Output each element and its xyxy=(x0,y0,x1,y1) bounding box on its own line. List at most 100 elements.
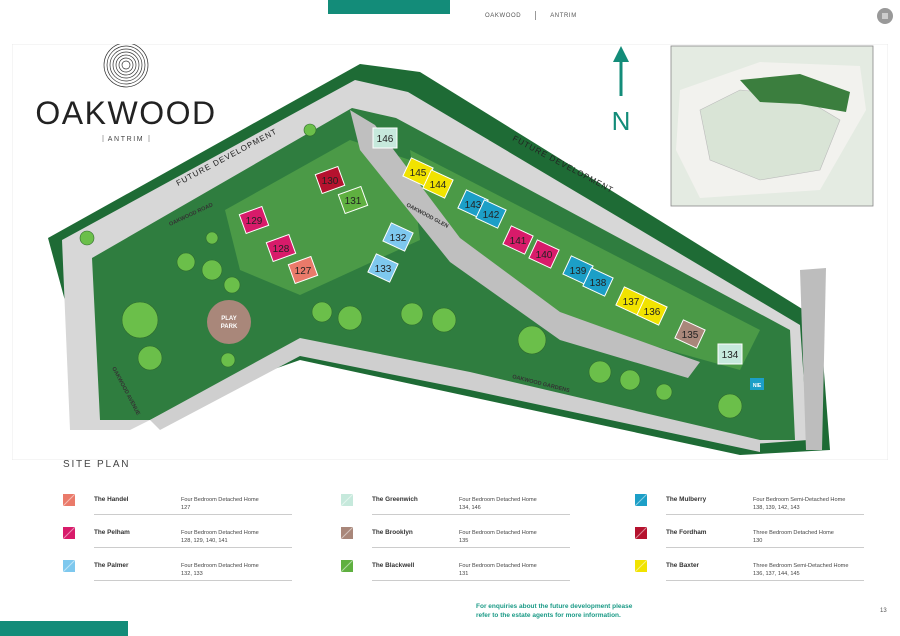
legend-house-name: The Baxter xyxy=(666,562,700,569)
enquiry-line-2: refer to the estate agents for more info… xyxy=(476,612,621,619)
legend-item: The Pelham Four Bedroom Detached Home 12… xyxy=(63,525,293,551)
legend-house-desc: Four Bedroom Detached Home 135 xyxy=(459,529,537,546)
logo-wordmark: OAKWOOD xyxy=(35,95,216,131)
logo-location: ANTRIM xyxy=(108,136,144,143)
legend-item: The Brooklyn Four Bedroom Detached Home … xyxy=(341,525,571,551)
plot-142[interactable]: 142 xyxy=(475,199,507,229)
legend-house-desc: Three Bedroom Detached Home 130 xyxy=(753,529,834,546)
play-park[interactable] xyxy=(207,300,251,344)
legend-swatch xyxy=(635,560,647,572)
plot-134-shape xyxy=(717,343,743,365)
legend-swatch xyxy=(341,560,353,572)
lawn-east xyxy=(410,150,760,370)
menu-button[interactable] xyxy=(877,8,893,24)
legend-house-type: Four Bedroom Detached Home xyxy=(459,530,537,536)
plot-145[interactable]: 145 xyxy=(402,157,434,187)
legend-house-desc: Four Bedroom Detached Home 131 xyxy=(459,562,537,579)
plot-146[interactable]: 146 xyxy=(372,127,398,149)
plot-137-label: 137 xyxy=(623,297,640,308)
legend-item: The Palmer Four Bedroom Detached Home 13… xyxy=(63,558,293,584)
legend-house-plots: 136, 137, 144, 145 xyxy=(753,571,800,578)
legend-divider xyxy=(94,580,292,581)
breadcrumb-item-antrim[interactable]: ANTRIM xyxy=(550,13,577,20)
legend-item: The Mulberry Four Bedroom Semi-Detached … xyxy=(635,492,865,518)
nie-label: NIE xyxy=(753,383,762,389)
legend-item: The Handel Four Bedroom Detached Home 12… xyxy=(63,492,293,518)
plot-128-label: 128 xyxy=(273,244,290,255)
plot-136[interactable]: 136 xyxy=(636,296,668,326)
legend-house-plots: 132, 133 xyxy=(181,571,203,578)
legend-house-type: Four Bedroom Detached Home xyxy=(181,530,259,536)
breadcrumb-item-oakwood[interactable]: OAKWOOD xyxy=(485,13,522,20)
plot-130-shape xyxy=(314,165,346,195)
legend-house-name: The Mulberry xyxy=(666,496,707,503)
plot-141-shape xyxy=(502,225,534,255)
legend-house-plots: 128, 129, 140, 141 xyxy=(181,538,228,545)
plot-133-shape xyxy=(367,253,399,283)
legend-item: The Blackwell Four Bedroom Detached Home… xyxy=(341,558,571,584)
plot-139-label: 139 xyxy=(570,266,587,277)
site-plan-title: SITE PLAN xyxy=(63,459,131,470)
plot-138-shape xyxy=(582,267,614,297)
plot-133-label: 133 xyxy=(375,264,392,275)
legend-house-desc: Four Bedroom Detached Home 132, 133 xyxy=(181,562,259,579)
legend-house-type: Four Bedroom Detached Home xyxy=(181,497,259,503)
plot-141[interactable]: 141 xyxy=(502,225,534,255)
side-lane xyxy=(800,268,826,450)
bottom-accent-bar xyxy=(0,621,128,636)
legend-house-type: Four Bedroom Detached Home xyxy=(459,497,537,503)
legend-house-name: The Brooklyn xyxy=(372,529,413,536)
plot-146-shape xyxy=(372,127,398,149)
legend-house-name: The Handel xyxy=(94,496,129,503)
trees xyxy=(79,123,743,419)
plot-138[interactable]: 138 xyxy=(582,267,614,297)
plot-131[interactable]: 131 xyxy=(337,185,369,215)
legend-item: The Fordham Three Bedroom Detached Home … xyxy=(635,525,865,551)
plot-141-label: 141 xyxy=(510,236,527,247)
legend-house-plots: 131 xyxy=(459,571,469,578)
legend-divider xyxy=(94,547,292,548)
plot-140[interactable]: 140 xyxy=(528,239,560,269)
legend-house-plots: 127 xyxy=(181,505,191,512)
legend-divider xyxy=(372,547,570,548)
legend-divider xyxy=(94,514,292,515)
plot-132[interactable]: 132 xyxy=(382,222,414,252)
legend-house-name: The Fordham xyxy=(666,529,707,536)
tree-ring-icon xyxy=(103,44,149,88)
plot-131-shape xyxy=(337,185,369,215)
plot-146-label: 146 xyxy=(377,134,394,145)
legend-house-name: The Pelham xyxy=(94,529,130,536)
house-plots: 1301311291281271321331461451441431421411… xyxy=(238,127,743,365)
legend-divider xyxy=(666,547,864,548)
plot-136-label: 136 xyxy=(644,307,661,318)
enquiry-line-1: For enquiries about the future developme… xyxy=(476,603,633,610)
legend-item: The Greenwich Four Bedroom Detached Home… xyxy=(341,492,571,518)
plot-129-label: 129 xyxy=(246,216,263,227)
legend-house-type: Four Bedroom Semi-Detached Home xyxy=(753,497,846,503)
plot-127[interactable]: 127 xyxy=(287,255,319,285)
legend-swatch xyxy=(635,527,647,539)
plot-133[interactable]: 133 xyxy=(367,253,399,283)
plot-134[interactable]: 134 xyxy=(717,343,743,365)
plot-132-label: 132 xyxy=(390,233,407,244)
plot-130[interactable]: 130 xyxy=(314,165,346,195)
plot-129[interactable]: 129 xyxy=(238,205,270,235)
locator-inset[interactable] xyxy=(670,45,874,207)
legend-divider xyxy=(666,580,864,581)
legend-divider xyxy=(372,514,570,515)
plot-142-label: 142 xyxy=(483,210,500,221)
plot-144[interactable]: 144 xyxy=(422,169,454,199)
plot-128[interactable]: 128 xyxy=(265,233,297,263)
plot-144-shape xyxy=(422,169,454,199)
legend-house-plots: 130 xyxy=(753,538,763,545)
legend-house-desc: Three Bedroom Semi-Detached Home 136, 13… xyxy=(753,562,848,579)
plot-142-shape xyxy=(475,199,507,229)
legend-house-plots: 138, 139, 142, 143 xyxy=(753,505,800,512)
plot-135[interactable]: 135 xyxy=(674,319,706,349)
legend-house-desc: Four Bedroom Detached Home 128, 129, 140… xyxy=(181,529,259,546)
legend-house-type: Three Bedroom Semi-Detached Home xyxy=(753,563,849,569)
plot-134-label: 134 xyxy=(722,350,739,361)
plot-131-label: 131 xyxy=(345,196,362,207)
legend-swatch xyxy=(63,527,75,539)
legend-house-type: Three Bedroom Detached Home xyxy=(753,530,834,536)
